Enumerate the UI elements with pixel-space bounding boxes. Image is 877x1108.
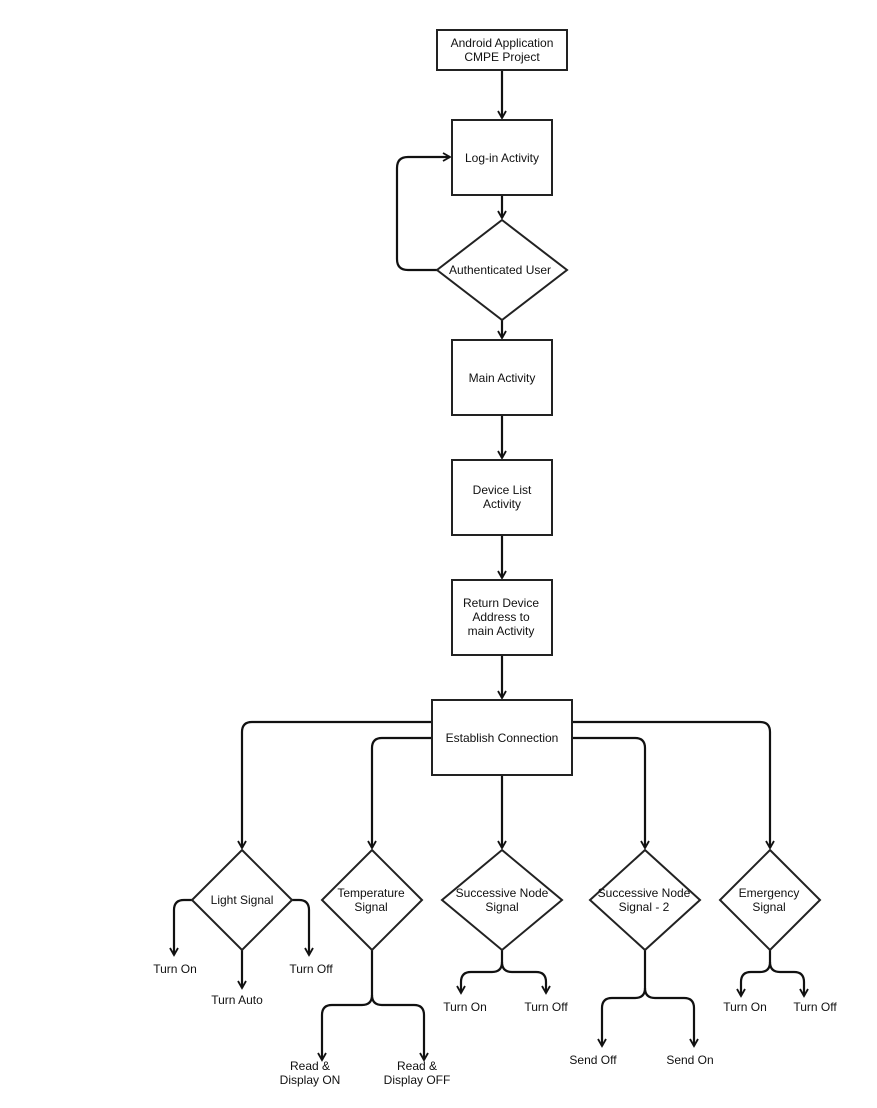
main-activity-box (451, 339, 553, 416)
emergency-signal-decision (718, 848, 822, 952)
edge-succ1-turn-off (500, 961, 551, 995)
label-line: Successive Node (598, 886, 691, 900)
label-line: Android Application (451, 36, 554, 50)
label-line: Activity (483, 497, 521, 511)
label-line: Establish Connection (446, 731, 559, 745)
label-line: Main Activity (469, 371, 536, 385)
label-line: Return Device (463, 596, 539, 610)
succ2-send-on-label: Send On (666, 1053, 713, 1067)
light-turn-auto-label: Turn Auto (211, 993, 263, 1007)
edge-succ2-send-on (643, 987, 699, 1048)
edge-light-turn-on (169, 898, 192, 957)
light-signal-label: Light Signal (211, 893, 274, 907)
emerg-turn-on-label: Turn On (723, 1000, 767, 1014)
edge-auth-loop-login (395, 152, 452, 272)
label-line: Turn Off (524, 1000, 568, 1014)
edge-light-turn-off (292, 898, 314, 957)
label-line: Turn Auto (211, 993, 263, 1007)
establish-connection-box (431, 699, 573, 776)
label-line: Send On (666, 1053, 713, 1067)
label-line: Signal (354, 900, 387, 914)
succ2-send-off-label: Send Off (569, 1053, 617, 1067)
label-line: Device List (473, 483, 532, 497)
succ1-turn-off-label: Turn Off (524, 1000, 568, 1014)
light-signal-decision (190, 848, 294, 952)
label-line: Authenticated User (449, 263, 551, 277)
login-activity-label: Log-in Activity (465, 151, 539, 165)
temp-read-display-on-label: Read &Display ON (280, 1059, 341, 1087)
label-line: Temperature (337, 886, 405, 900)
label-line: Signal - 2 (619, 900, 670, 914)
edge-establish-succ2 (572, 736, 650, 850)
light-turn-off-label: Turn Off (289, 962, 333, 976)
label-line: Send Off (569, 1053, 617, 1067)
label-line: Display OFF (384, 1073, 451, 1087)
edge-emerg-turn-on (736, 950, 772, 998)
label-line: Display ON (280, 1073, 341, 1087)
label-line: Log-in Activity (465, 151, 539, 165)
label-line: Read & (397, 1059, 437, 1073)
emerg-turn-off-label: Turn Off (793, 1000, 837, 1014)
edge-succ1-turn-on (456, 950, 504, 995)
edge-emerg-turn-off (768, 961, 809, 998)
label-line: Read & (290, 1059, 330, 1073)
edge-temp-read-off (370, 994, 429, 1062)
label-line: main Activity (468, 624, 535, 638)
successive-node-signal-2-decision (588, 848, 702, 952)
start-box (436, 29, 568, 71)
label-line: Emergency (739, 886, 800, 900)
label-line: Turn On (723, 1000, 767, 1014)
label-line: CMPE Project (464, 50, 540, 64)
label-line: Turn Off (289, 962, 333, 976)
label-line: Turn Off (793, 1000, 837, 1014)
label-line: Signal (752, 900, 785, 914)
outcome-labels: Turn On Turn Auto Turn Off Read &Display… (153, 962, 837, 1087)
temperature-signal-decision (320, 848, 424, 952)
label-line: Signal (485, 900, 518, 914)
login-activity-box (451, 119, 553, 196)
device-list-activity-box (451, 459, 553, 536)
label-line: Light Signal (211, 893, 274, 907)
label-line: Successive Node (456, 886, 549, 900)
edge-succ2-send-off (597, 950, 647, 1048)
main-activity-label: Main Activity (469, 371, 536, 385)
label-line: Turn On (443, 1000, 487, 1014)
connectors (169, 70, 809, 1062)
authenticated-user-decision (435, 218, 569, 322)
temp-read-display-off-label: Read &Display OFF (384, 1059, 451, 1087)
edge-establish-temp (367, 736, 432, 850)
label-line: Turn On (153, 962, 197, 976)
edge-establish-emerg (572, 720, 775, 850)
light-turn-on-label: Turn On (153, 962, 197, 976)
succ1-turn-on-label: Turn On (443, 1000, 487, 1014)
label-line: Address to (472, 610, 530, 624)
establish-connection-label: Establish Connection (446, 731, 559, 745)
edge-establish-light (237, 720, 432, 850)
successive-node-signal-decision (440, 848, 564, 952)
authenticated-user-label: Authenticated User (449, 263, 551, 277)
return-device-address-box (451, 579, 553, 656)
